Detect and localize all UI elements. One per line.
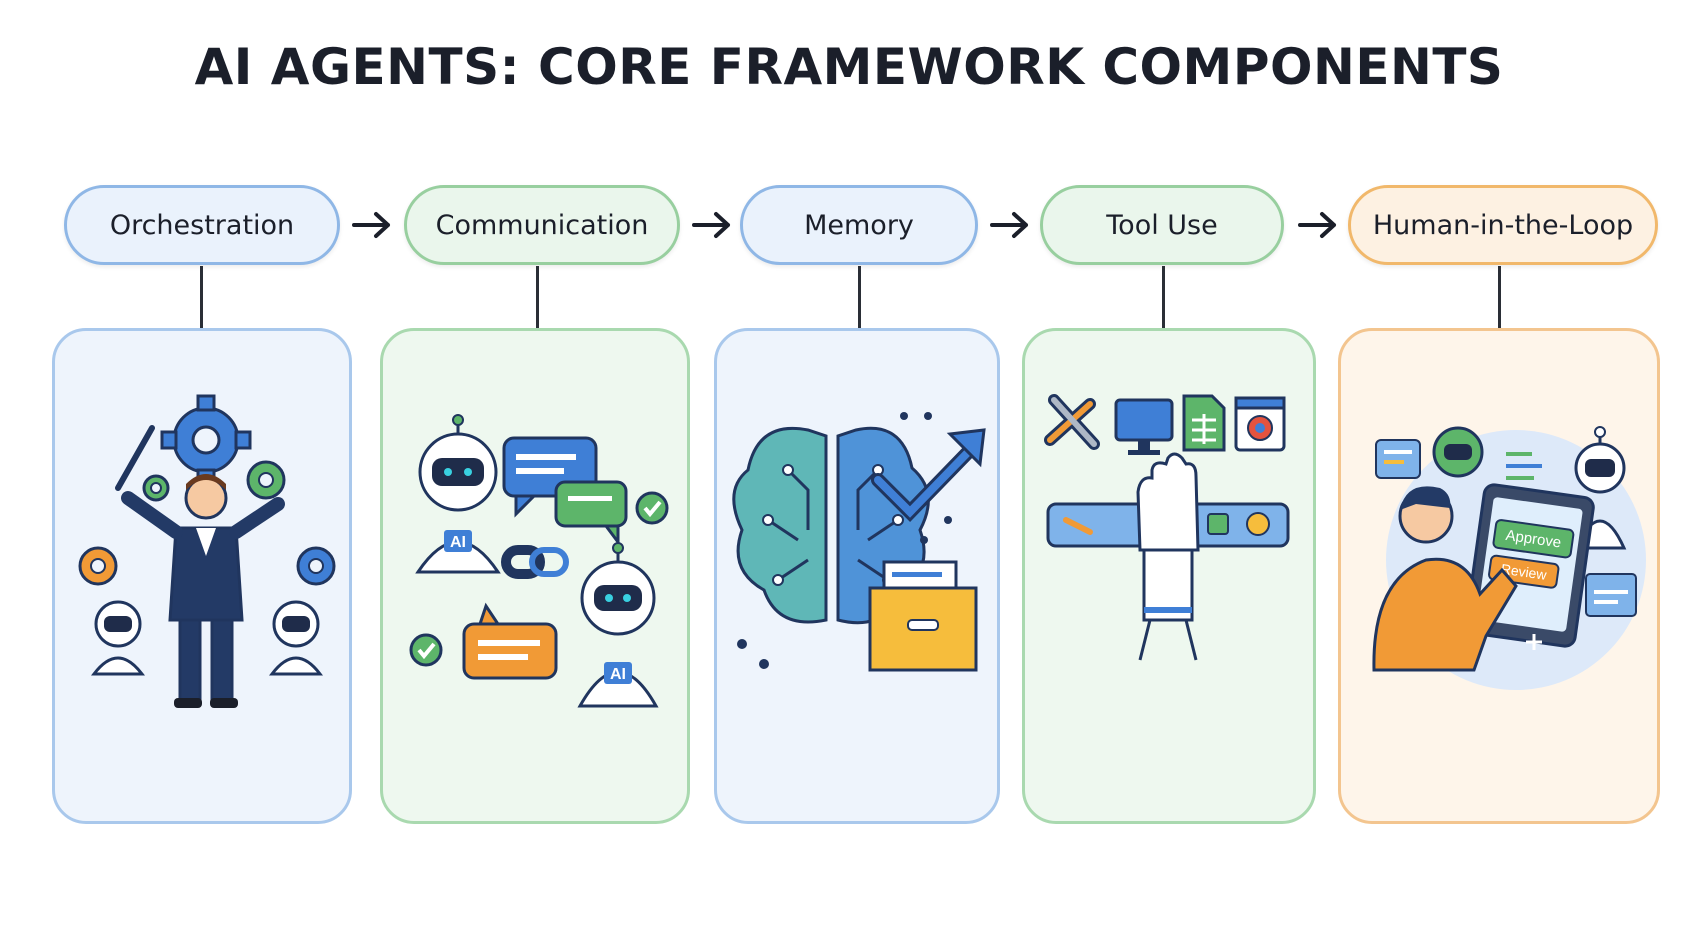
pill-label: Tool Use (1106, 209, 1218, 241)
robot-hand-icon (1136, 452, 1200, 661)
page-title: AI AGENTS: CORE FRAMEWORK COMPONENTS (194, 38, 1504, 96)
gear-icon (142, 474, 170, 502)
arrow-right-icon (352, 212, 390, 238)
tool-use-illustration (1044, 394, 1290, 661)
gear-icon (296, 546, 336, 586)
conductor-icon (121, 474, 285, 708)
review-button: Review (1500, 561, 1549, 583)
pill-memory: Memory (740, 185, 978, 265)
check-icon (635, 491, 669, 525)
trend-arrow-icon (871, 428, 986, 522)
connector-line (858, 266, 861, 328)
chat-bubble-icon (462, 602, 558, 680)
pill-communication: Communication (404, 185, 680, 265)
spreadsheet-icon (1182, 394, 1226, 452)
pill-label: Orchestration (109, 209, 295, 241)
browser-icon (1585, 573, 1637, 617)
connector-line (1162, 266, 1165, 328)
robot-icon (1432, 426, 1484, 478)
gear-icon (246, 460, 286, 500)
robot-icon: AI (415, 414, 501, 574)
chat-bubble-icon (1375, 439, 1421, 479)
orchestration-illustration (78, 394, 336, 708)
robot-icon (268, 600, 324, 676)
communication-illustration: AI AI (409, 414, 669, 708)
robot-icon: AI (577, 542, 659, 708)
pill-label: Memory (804, 209, 914, 241)
ai-badge: AI (450, 534, 466, 551)
connector-line (536, 266, 539, 328)
arrow-right-icon (1298, 212, 1336, 238)
arrow-right-icon (692, 212, 730, 238)
person-icon (1372, 486, 1518, 672)
pill-tool-use: Tool Use (1040, 185, 1284, 265)
gear-icon (78, 546, 118, 586)
check-icon (409, 633, 443, 667)
gear-icon (160, 394, 252, 486)
connector-line (200, 266, 203, 328)
pill-label: Communication (435, 209, 649, 241)
human-in-the-loop-illustration: Approve Review (1372, 426, 1646, 690)
arrow-right-icon (990, 212, 1028, 238)
pill-label: Human-in-the-Loop (1372, 209, 1634, 241)
pill-orchestration: Orchestration (64, 185, 340, 265)
chat-bubble-icon (554, 480, 628, 547)
robot-icon (90, 600, 146, 676)
monitor-icon (1114, 398, 1174, 455)
connector-line (1498, 266, 1501, 328)
ai-badge: AI (610, 666, 626, 683)
link-icon (501, 545, 569, 579)
pill-human-in-the-loop: Human-in-the-Loop (1348, 185, 1658, 265)
browser-icon (1234, 396, 1286, 452)
folder-icon (868, 560, 978, 672)
memory-illustration (732, 412, 986, 672)
wrench-icon (1044, 394, 1100, 450)
